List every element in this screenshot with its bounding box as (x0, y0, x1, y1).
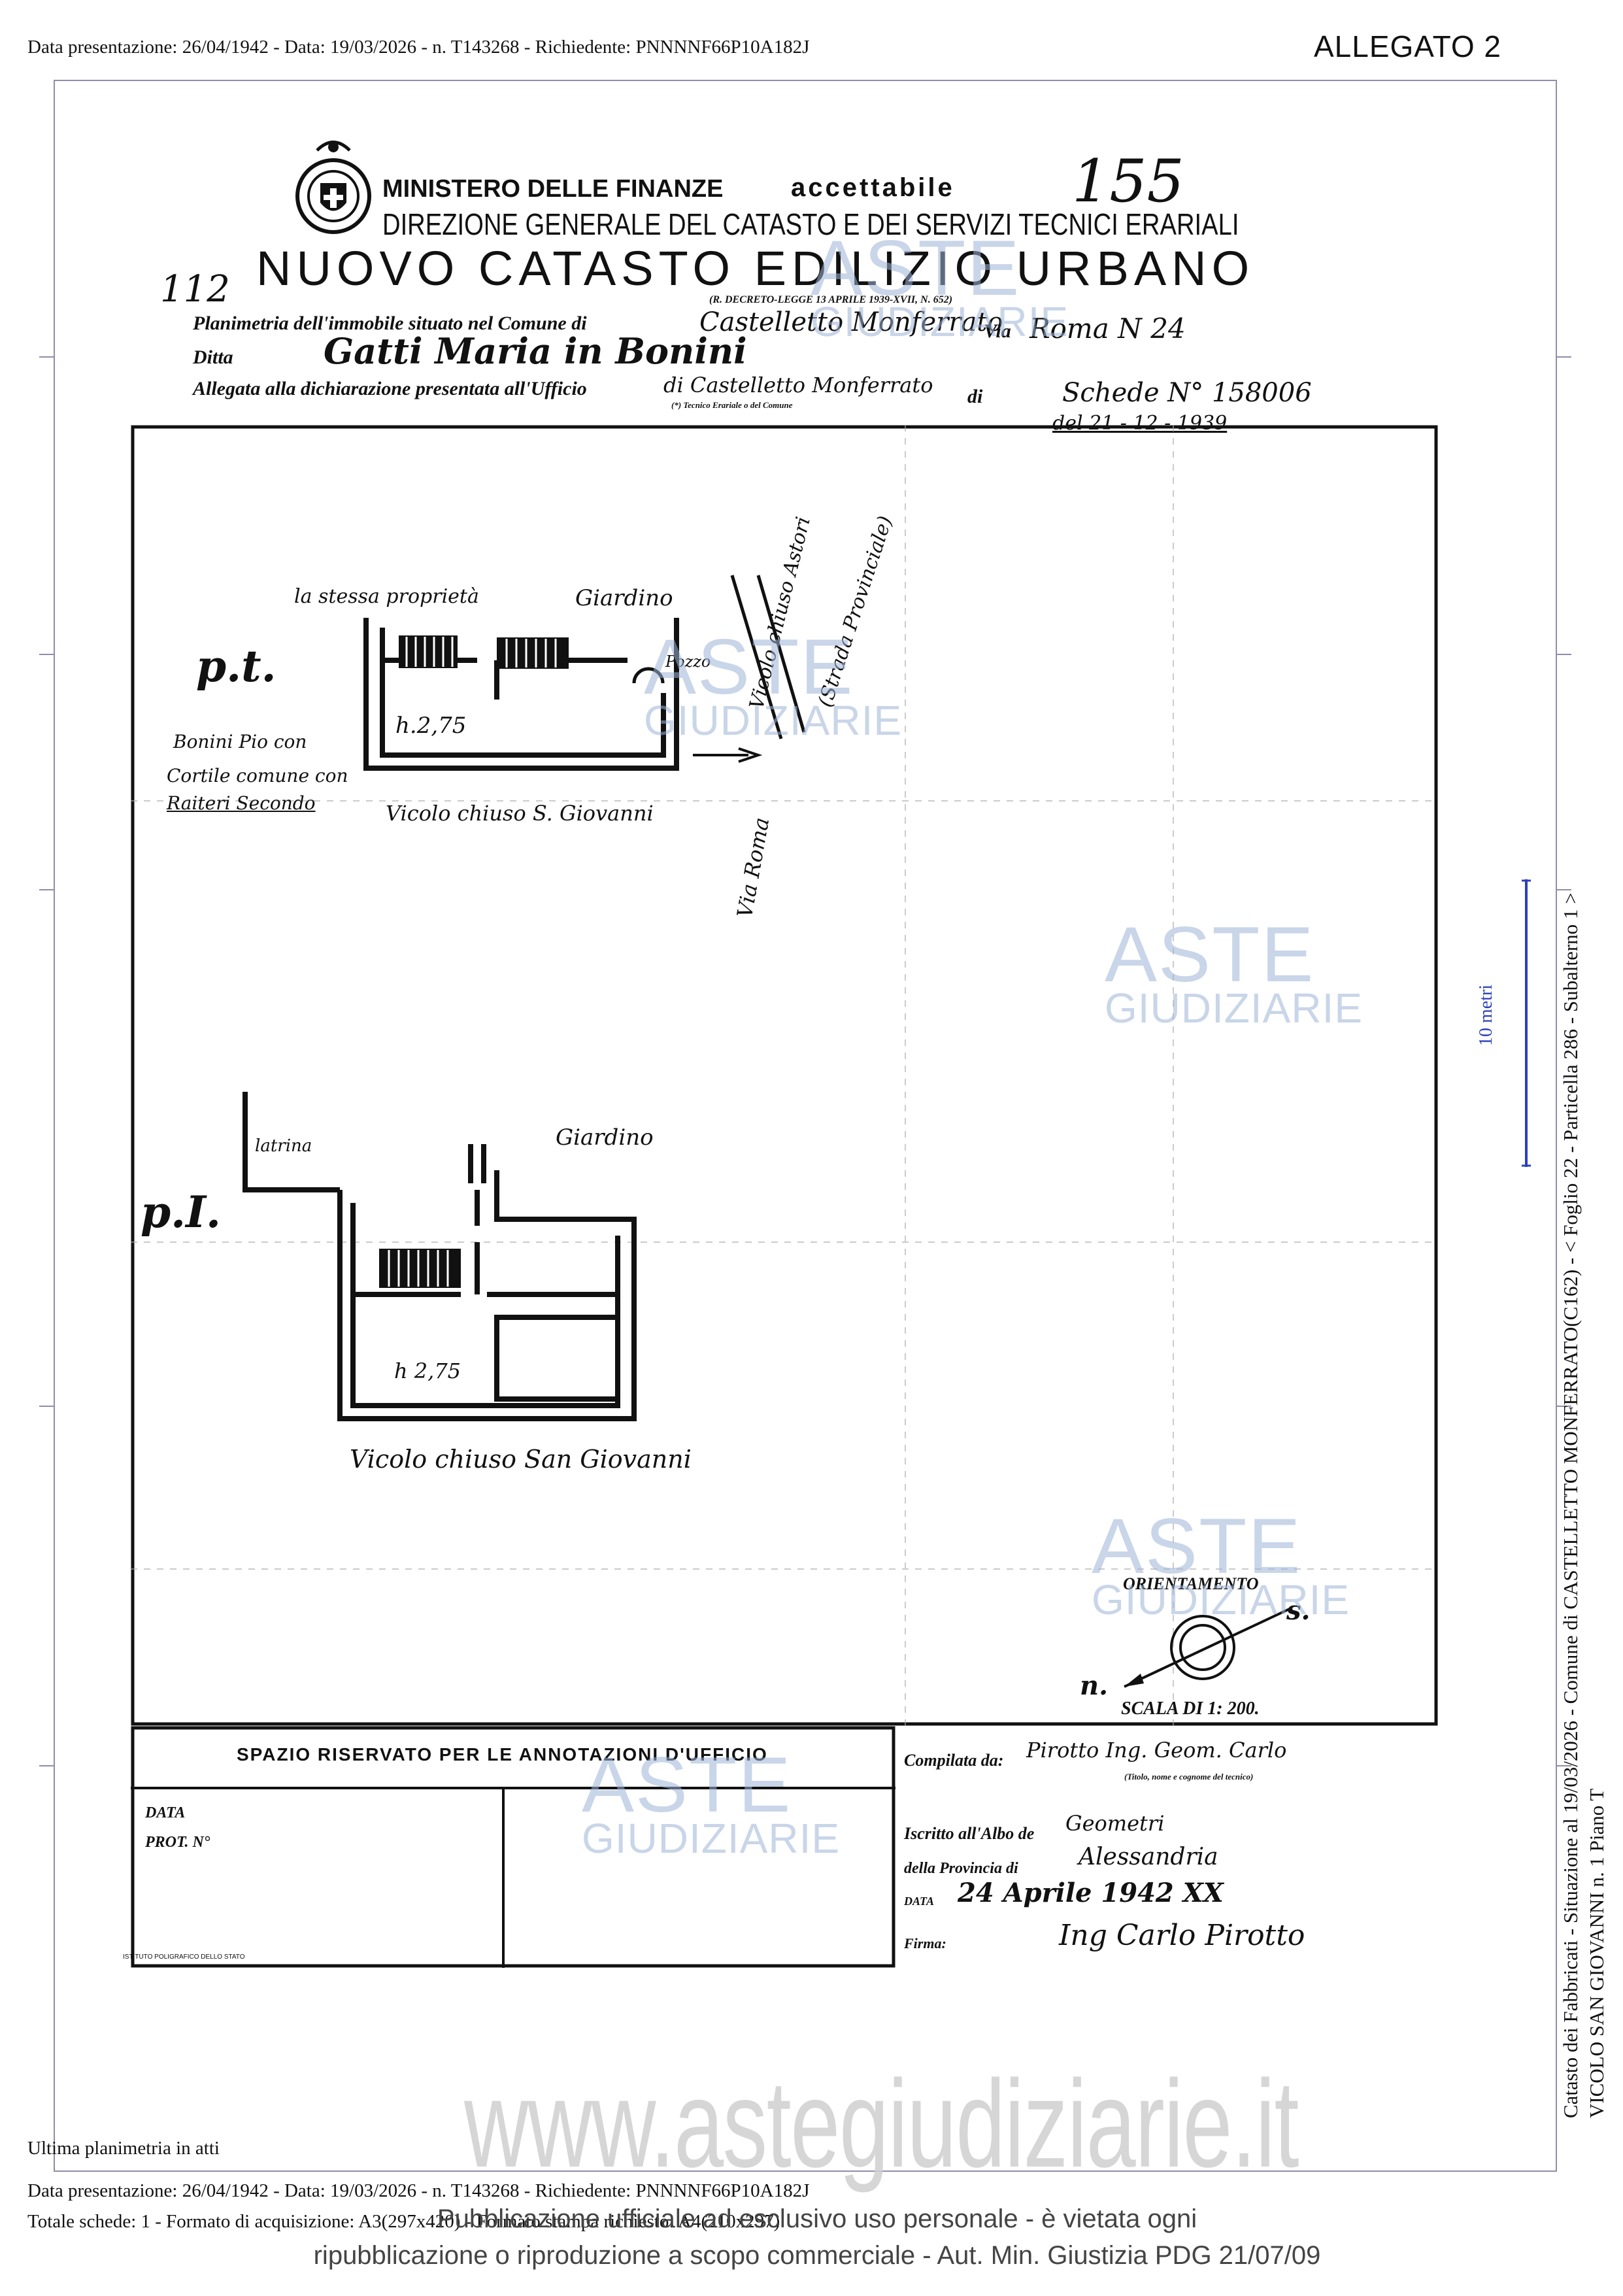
property-location-label: Planimetria dell'immobile situato nel Co… (193, 312, 587, 334)
frame-tick (1557, 889, 1571, 890)
compilata-note: (Titolo, nome e cognome del tecnico) (1124, 1772, 1254, 1781)
provincia-label: della Provincia di (904, 1860, 1018, 1877)
office-label: Allegata alla dichiarazione presentata a… (193, 378, 587, 399)
frame-tick (39, 889, 54, 890)
sheet-number: 155 (1072, 147, 1184, 216)
ground-floor-label: p.t. (196, 641, 276, 692)
office-data-label: DATA (145, 1804, 186, 1821)
scale-bar (1522, 879, 1531, 1167)
footer-line-1: Data presentazione: 26/04/1942 - Data: 1… (27, 2180, 810, 2201)
neighbour-line-2: Cortile comune con (167, 765, 348, 786)
side-cadastre-line-2: VICOLO SAN GIOVANNI n. 1 Piano T (1585, 1788, 1608, 2118)
acceptance-stamp: accettabile (791, 173, 955, 202)
frame-tick (1557, 356, 1571, 358)
footer-line-2: Totale schede: 1 - Formato di acquisizio… (27, 2211, 780, 2232)
well-icon (632, 667, 665, 684)
scale-label: SCALA DI 1: 200. (1121, 1698, 1260, 1719)
office-prot-label: PROT. N° (145, 1834, 210, 1851)
garden-bottom-label: Giardino (556, 1124, 654, 1151)
office-footnote: (*) Tecnico Erariale o del Comune (671, 400, 793, 410)
attachment-label: ALLEGATO 2 (1314, 29, 1501, 63)
page-frame (54, 80, 1557, 2172)
via-label: Via (984, 320, 1011, 342)
office-box-title: SPAZIO RISERVATO PER LE ANNOTAZIONI D'UF… (237, 1744, 768, 1764)
comune-value: Castelletto Monferrato (699, 307, 1003, 337)
side-number: 112 (160, 268, 230, 311)
provincia-value: Alessandria (1079, 1844, 1218, 1870)
orientation-label: ORIENTAMENTO (1123, 1574, 1259, 1593)
decree-reference: (R. DECRETO-LEGGE 13 APRILE 1939-XVII, N… (709, 294, 953, 305)
floor-plan-drawing (131, 425, 1438, 1726)
ground-floor-height: h.2,75 (395, 713, 467, 739)
first-floor-label: p.I. (141, 1187, 221, 1238)
printer-note: ISTITUTO POLIGRAFICO DELLO STATO (123, 1953, 245, 1961)
garden-top-label: Giardino (575, 585, 673, 611)
neighbour-line-1: Bonini Pio con (173, 731, 307, 752)
frame-tick (1557, 654, 1571, 655)
compiler-date-label: DATA (904, 1895, 935, 1908)
directorate-title: DIREZIONE GENERALE DEL CATASTO E DEI SER… (382, 207, 1239, 241)
scale-bar-label: 10 metri (1476, 984, 1496, 1046)
first-floor-plan (243, 1092, 637, 1421)
first-floor-height: h 2,75 (394, 1359, 461, 1383)
orientation-compass-icon (1124, 1607, 1292, 1688)
state-emblem-icon (295, 141, 371, 234)
owner-value: Gatti Maria in Bonini (324, 330, 747, 372)
compilata-value: Pirotto Ing. Geom. Carlo (1026, 1738, 1287, 1763)
disclaimer-line-2: ripubblicazione o riproduzione a scopo c… (313, 2241, 1321, 2270)
frame-tick (39, 654, 54, 655)
header-info: Data presentazione: 26/04/1942 - Data: 1… (27, 37, 810, 58)
albo-label: Iscritto all'Albo de (904, 1824, 1035, 1843)
owner-label: Ditta (193, 346, 233, 368)
frame-tick (1557, 1765, 1571, 1766)
well-label: Pozzo (665, 652, 711, 671)
frame-tick (39, 356, 54, 358)
neighbour-line-3: Raiteri Secondo (167, 792, 316, 814)
frame-tick (39, 1765, 54, 1766)
watermark-site: www.astegiudiziarie.it (464, 2055, 1299, 2193)
scheda-date: del 21 - 12 - 1939 (1052, 412, 1228, 435)
compilata-label: Compilata da: (904, 1751, 1004, 1770)
vicolo-sg-bottom-label: Vicolo chiuso San Giovanni (350, 1445, 692, 1474)
street-arrow-icon (693, 747, 763, 763)
via-value: Roma N 24 (1029, 312, 1186, 345)
same-property-label: la stessa proprietà (294, 585, 479, 608)
office-value: di Castelletto Monferrato (663, 373, 933, 397)
south-label: s. (1286, 1595, 1311, 1626)
ground-floor-stairs (399, 635, 569, 669)
north-label: n. (1080, 1670, 1109, 1701)
latrina-label: latrina (255, 1136, 312, 1156)
scheda-number: Schede N° 158006 (1062, 378, 1312, 408)
signature-label: Firma: (904, 1935, 946, 1951)
registry-title: NUOVO CATASTO EDILIZIO URBANO (256, 241, 1255, 295)
side-cadastre-line-1: Catasto dei Fabbricati - Situazione al 1… (1559, 892, 1582, 2118)
frame-tick (1557, 1406, 1571, 1407)
last-plan-note: Ultima planimetria in atti (27, 2138, 220, 2159)
ministry-title: MINISTERO DELLE FINANZE (382, 175, 724, 203)
signature-value: Ing Carlo Pirotto (1059, 1919, 1305, 1952)
office-di-label: di (967, 386, 983, 407)
albo-value: Geometri (1065, 1811, 1165, 1836)
compiler-date-value: 24 Aprile 1942 XX (958, 1878, 1224, 1908)
vicolo-sg-top-label: Vicolo chiuso S. Giovanni (386, 801, 654, 826)
frame-tick (39, 1406, 54, 1407)
office-box-frame (131, 1726, 895, 1968)
disclaimer-line-1: Pubblicazione ufficiale ad esclusivo uso… (437, 2204, 1197, 2233)
